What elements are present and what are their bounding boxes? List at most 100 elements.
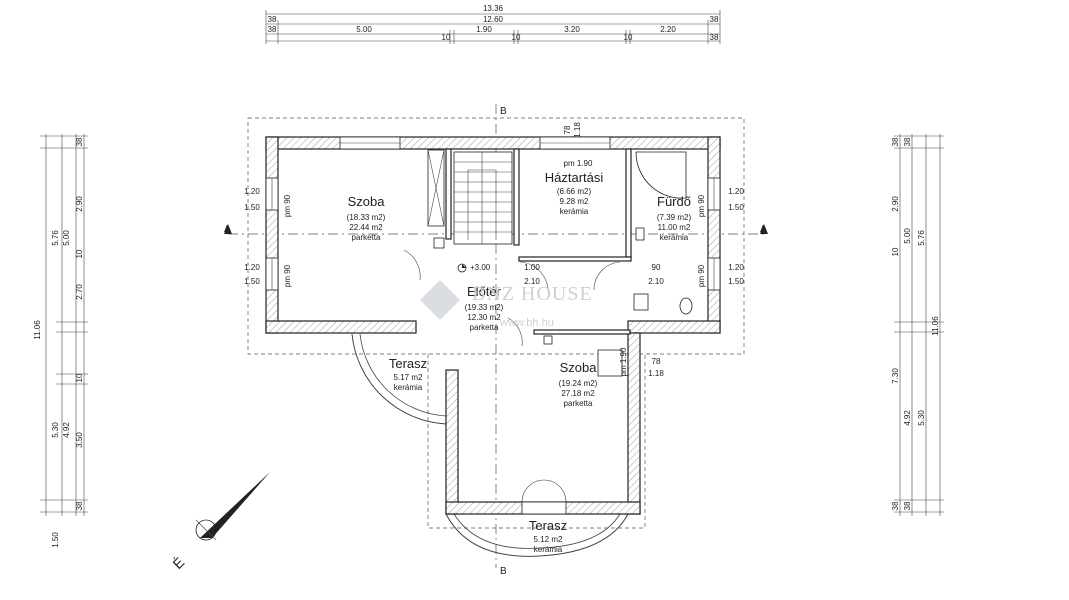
pm-label: pm 1.90 — [564, 159, 593, 168]
dim-seg: 38 — [710, 33, 719, 42]
room-area-gross: 9.28 m2 — [560, 197, 589, 206]
dim-left: 5.76 — [51, 230, 60, 246]
right-dimension-chain: 38 38 2.90 10 7.30 4.92 5.00 5.30 5.76 1… — [891, 134, 944, 516]
dim-right: 5.00 — [903, 228, 912, 244]
dim-inner: 12.60 — [483, 15, 504, 24]
dim-end-right: 38 — [710, 15, 719, 24]
dim-seg: 2.20 — [660, 25, 676, 34]
room-area-gross: 27.18 m2 — [561, 389, 595, 398]
pm-label: pm 90 — [283, 194, 292, 217]
staircase — [433, 151, 553, 345]
watermark-logo-icon — [420, 280, 460, 320]
dim-right: 2.90 — [891, 196, 900, 212]
dim-right-overall: 11.06 — [931, 316, 940, 336]
room-name: Háztartási — [545, 170, 604, 185]
room-area-gross: 11.00 m2 — [658, 223, 691, 232]
pm-label: pm 90 — [697, 264, 706, 287]
dim-end-left: 38 — [268, 15, 277, 24]
pm-label: pm 1.90 — [619, 347, 628, 376]
room-name: Szoba — [560, 360, 598, 375]
dim-left: 38 — [75, 501, 84, 510]
window-label: 1.20 — [244, 263, 260, 272]
dim-seg: 10 — [512, 33, 521, 42]
window-label: 1.50 — [728, 203, 744, 212]
room-floor: kerámia — [660, 233, 689, 242]
dim-seg: 10 — [624, 33, 633, 42]
room-name: Terasz — [529, 518, 567, 533]
room-name: Előtér — [467, 284, 502, 299]
dim-right: 4.92 — [903, 410, 912, 426]
pm-label: pm 90 — [283, 264, 292, 287]
stair-label: 1.18 — [573, 122, 582, 138]
dim-right: 5.30 — [917, 410, 926, 426]
room-name: Fürdő — [657, 194, 691, 209]
dim-left: 38 — [75, 137, 84, 146]
door-label: 90 — [652, 263, 661, 272]
dim-seg: 3.20 — [564, 25, 580, 34]
dim-right: 38 — [891, 137, 900, 146]
room-haztartasi: Háztartási (6.66 m2) 9.28 m2 kerámia — [545, 170, 604, 216]
door-label: 2.10 — [648, 277, 664, 286]
room-area-gross: 12.30 m2 — [467, 313, 501, 322]
left-dimension-chain: 11.06 5.76 5.30 1.50 5.00 4.92 38 2.90 1… — [33, 134, 88, 548]
closet — [427, 149, 445, 227]
room-furdo: Fürdő (7.39 m2) 11.00 m2 kerámia — [657, 194, 692, 242]
dim-seg: 1.90 — [476, 25, 492, 34]
north-arrow: É — [169, 472, 270, 572]
room-szoba-2: Szoba (19.24 m2) 27.18 m2 parketta — [559, 360, 598, 408]
window-label: 1.20 — [728, 187, 744, 196]
room-eloter: Előtér (19.33 m2) 12.30 m2 parketta — [465, 284, 504, 332]
top-dimension-chain: 13.36 12.60 38 38 38 5.00 10 1.90 10 3.2… — [265, 4, 721, 44]
window-label: 78 — [652, 357, 661, 366]
door-label: 1.00 — [524, 263, 540, 272]
room-floor: parketta — [470, 323, 499, 332]
room-name: Terasz — [389, 356, 427, 371]
terraces — [351, 333, 629, 557]
dim-left: 10 — [75, 373, 84, 382]
pm-label: pm 90 — [697, 194, 706, 217]
dim-seg: 5.00 — [356, 25, 372, 34]
room-floor: kerámia — [394, 383, 423, 392]
door-label: 2.10 — [524, 277, 540, 286]
room-floor: parketta — [352, 233, 381, 242]
section-mark-b-bottom: B — [500, 566, 507, 577]
window-label: 1.20 — [728, 263, 744, 272]
window-label: 1.20 — [244, 187, 260, 196]
room-floor: kerámia — [534, 545, 563, 554]
watermark-brand: BNZ HOUSE — [472, 283, 593, 305]
level-mark-label: +3.00 — [470, 263, 491, 272]
room-area-net: (6.66 m2) — [557, 187, 592, 196]
room-area-net: 5.12 m2 — [534, 535, 563, 544]
section-mark-b-top: B — [500, 106, 507, 117]
walls — [265, 136, 721, 515]
bath-fixtures — [633, 151, 693, 315]
room-floor: parketta — [564, 399, 593, 408]
room-area-net: (19.24 m2) — [559, 379, 598, 388]
window-label: 1.50 — [244, 277, 260, 286]
dim-seg: 10 — [442, 33, 451, 42]
dim-left: 10 — [75, 249, 84, 258]
watermark: BNZ HOUSE www.bh.hu — [420, 280, 593, 329]
dim-left: 3.50 — [75, 432, 84, 448]
stair-label: 78 — [563, 125, 572, 134]
dim-left: 2.70 — [75, 284, 84, 300]
room-terasz-2: Terasz 5.12 m2 kerámia — [529, 518, 567, 554]
dim-overall: 13.36 — [483, 4, 504, 13]
opening-labels: 1.20 1.50 1.20 1.50 1.20 1.50 1.20 1.50 … — [244, 122, 744, 378]
room-terasz-1: Terasz 5.17 m2 kerámia — [389, 356, 427, 392]
window-label: 1.50 — [244, 203, 260, 212]
dim-right: 38 — [891, 501, 900, 510]
dim-left: 1.50 — [51, 532, 60, 548]
north-label: É — [169, 554, 187, 572]
room-szoba-1: Szoba (18.33 m2) 22.44 m2 parketta — [347, 194, 386, 242]
dim-left: 2.90 — [75, 196, 84, 212]
dim-right: 7.30 — [891, 368, 900, 384]
room-name: Szoba — [348, 194, 386, 209]
room-area-net: (7.39 m2) — [657, 213, 692, 222]
north-arrow-icon — [200, 472, 270, 538]
level-mark: +3.00 — [457, 263, 491, 273]
dim-right: 38 — [903, 501, 912, 510]
watermark-url: www.bh.hu — [499, 317, 554, 329]
window-label: 1.18 — [648, 369, 664, 378]
dim-right: 5.76 — [917, 230, 926, 246]
